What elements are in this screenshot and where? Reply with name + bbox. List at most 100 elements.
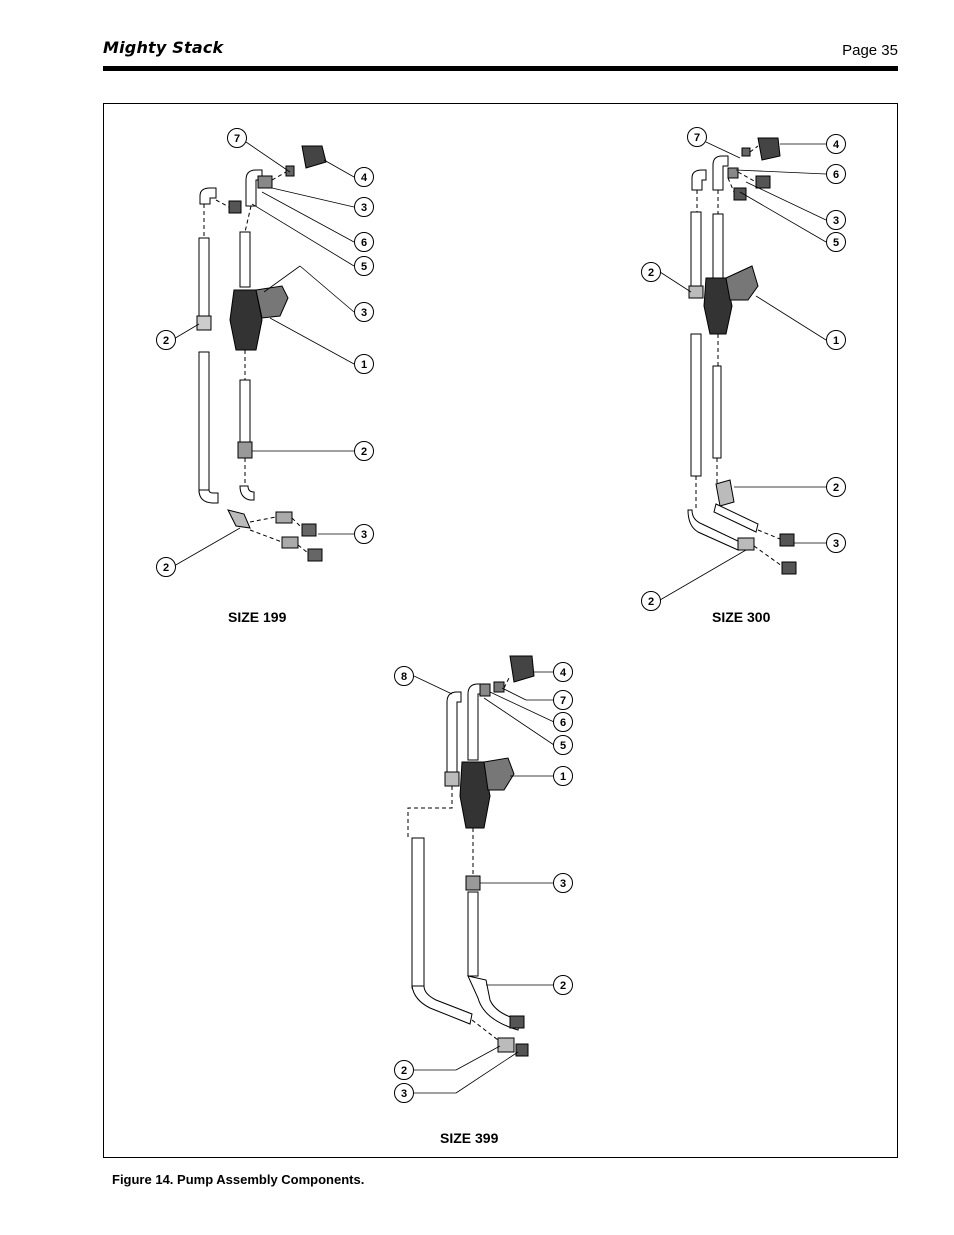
callout-number: 7: [694, 132, 700, 144]
callout-bubble: 2: [156, 557, 176, 577]
callout-circle: [553, 975, 573, 995]
callout-bubble: 2: [156, 330, 176, 350]
callout-circle: [227, 128, 247, 148]
callout-number: 3: [560, 878, 566, 890]
callout-number: 7: [560, 695, 566, 707]
callout-circle: [354, 167, 374, 187]
callout-number: 4: [560, 667, 567, 679]
callout-circle: [553, 662, 573, 682]
callout-number: 2: [560, 980, 566, 992]
size-399-label: SIZE 399: [440, 1130, 499, 1146]
callout-circle: [354, 524, 374, 544]
callout-circle: [641, 591, 661, 611]
callout-circle: [553, 735, 573, 755]
callout-bubble: 3: [394, 1083, 414, 1103]
callout-number: 5: [833, 237, 839, 249]
callout-bubble: 3: [354, 197, 374, 217]
callout-number: 3: [401, 1088, 407, 1100]
callout-bubble: 4: [354, 167, 374, 187]
callout-circle: [826, 232, 846, 252]
callout-circle: [354, 232, 374, 252]
figure-frame: [103, 103, 898, 1158]
callout-circle: [354, 354, 374, 374]
callout-number: 1: [833, 335, 839, 347]
callout-bubble: 2: [641, 591, 661, 611]
brand-title: Mighty Stack: [103, 38, 224, 57]
callout-circle: [553, 712, 573, 732]
callout-bubble: 2: [553, 975, 573, 995]
size-399-art: [407, 655, 535, 1057]
callout-circle: [354, 256, 374, 276]
callout-number: 2: [648, 596, 654, 608]
callout-bubble: 3: [354, 302, 374, 322]
callout-circle: [156, 557, 176, 577]
callout-circle: [641, 262, 661, 282]
callout-bubble: 4: [553, 662, 573, 682]
callout-bubble: 5: [354, 256, 374, 276]
callout-number: 7: [234, 133, 240, 145]
callout-bubble: 2: [394, 1060, 414, 1080]
callout-circle: [156, 330, 176, 350]
callout-bubble: 2: [826, 477, 846, 497]
callout-number: 2: [163, 562, 169, 574]
callout-number: 3: [361, 529, 367, 541]
callout-circle: [687, 127, 707, 147]
callout-bubble: 4: [826, 134, 846, 154]
size-199-label: SIZE 199: [228, 609, 287, 625]
callout-circle: [826, 134, 846, 154]
callout-circle: [354, 441, 374, 461]
size-199-art: [196, 145, 327, 562]
callout-bubble: 5: [826, 232, 846, 252]
callout-bubble: 5: [553, 735, 573, 755]
size-300-label: SIZE 300: [712, 609, 771, 625]
callout-bubble: 3: [553, 873, 573, 893]
callout-bubble: 1: [354, 354, 374, 374]
callout-bubble: 6: [553, 712, 573, 732]
callout-circle: [553, 873, 573, 893]
callout-bubble: 1: [826, 330, 846, 350]
callout-bubble: 3: [826, 210, 846, 230]
callout-number: 5: [560, 740, 566, 752]
callout-number: 3: [833, 215, 839, 227]
callout-number: 3: [833, 538, 839, 550]
callout-bubble: 7: [553, 690, 573, 710]
leader-lines: [171, 141, 827, 1094]
callout-bubble: 7: [227, 128, 247, 148]
callout-circle: [826, 477, 846, 497]
callout-number: 6: [361, 237, 367, 249]
callout-number: 6: [560, 717, 566, 729]
callout-circle: [826, 210, 846, 230]
callout-number: 2: [401, 1065, 407, 1077]
callout-circle: [394, 666, 414, 686]
callout-number: 1: [560, 771, 566, 783]
callout-number: 4: [361, 172, 368, 184]
callout-bubble: 3: [826, 533, 846, 553]
callout-circle: [354, 302, 374, 322]
callout-bubble: 6: [354, 232, 374, 252]
callout-bubble: 6: [826, 164, 846, 184]
callout-number: 1: [361, 359, 367, 371]
callout-circle: [826, 164, 846, 184]
page-number: Page 35: [842, 42, 898, 59]
callout-number: 3: [361, 307, 367, 319]
figure-caption: Figure 14. Pump Assembly Components.: [112, 1172, 365, 1187]
callout-circle: [394, 1060, 414, 1080]
callout-bubble: 8: [394, 666, 414, 686]
callout-number: 6: [833, 169, 839, 181]
callout-circle: [354, 197, 374, 217]
callout-circle: [553, 690, 573, 710]
callout-bubble: 3: [354, 524, 374, 544]
callout-number: 8: [401, 671, 407, 683]
callout-circle: [394, 1083, 414, 1103]
callout-number: 2: [163, 335, 169, 347]
callout-number: 5: [361, 261, 367, 273]
header-rule: [103, 66, 898, 71]
size-300-art: [687, 137, 797, 575]
callout-number: 4: [833, 139, 840, 151]
callout-bubble: 2: [641, 262, 661, 282]
callout-circle: [826, 533, 846, 553]
callout-circle: [553, 766, 573, 786]
callout-number: 2: [648, 267, 654, 279]
callout-number: 2: [833, 482, 839, 494]
